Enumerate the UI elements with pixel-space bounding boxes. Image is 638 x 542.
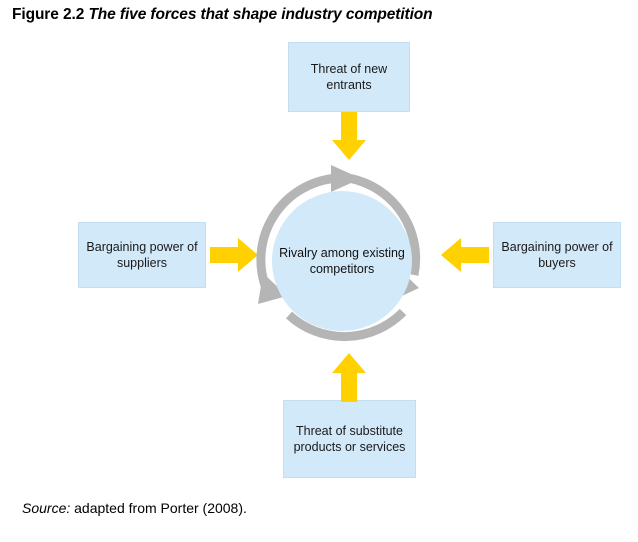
force-box-threat-of-new-entrants[interactable]: Threat of new entrants [288,42,410,112]
force-label-threat-of-new-entrants: Threat of new entrants [310,62,388,92]
arrow-shaft [341,372,357,402]
arrow-head [238,238,258,272]
arrow-shaft [459,247,489,263]
arrow-down-icon [332,112,366,160]
force-label-bargaining-power-of-suppliers: Bargaining power of suppliers [86,240,198,270]
arrow-up-icon [332,353,366,402]
force-box-bargaining-power-of-suppliers[interactable]: Bargaining power of suppliers [78,222,206,288]
arrow-head [441,238,461,272]
five-forces-diagram: Threat of new entrants Bargaining power … [0,30,638,490]
rivalry-circle: Rivalry among existing competitors [272,191,412,331]
arrow-shaft [210,247,240,263]
arrow-left-icon [441,238,489,272]
arrow-head [332,353,366,373]
figure-number: Figure 2.2 [12,6,85,23]
arrow-shaft [341,112,357,142]
source-note: Source: adapted from Porter (2008). [22,500,247,516]
figure-title: Figure 2.2 The five forces that shape in… [12,6,433,24]
rivalry-label: Rivalry among existing competitors [279,245,405,276]
source-label: Source: [22,500,71,516]
force-label-threat-of-substitutes: Threat of substitute products or service… [293,424,406,454]
force-label-bargaining-power-of-buyers: Bargaining power of buyers [501,240,613,270]
arrow-head [332,140,366,160]
source-text: adapted from Porter (2008). [74,500,247,516]
figure-caption: The five forces that shape industry comp… [88,6,433,23]
force-box-threat-of-substitutes[interactable]: Threat of substitute products or service… [283,400,416,478]
rivalry-node[interactable]: Rivalry among existing competitors [245,165,440,355]
arrow-right-icon [210,238,258,272]
circular-rotation-arrows-icon [256,165,421,342]
force-box-bargaining-power-of-buyers[interactable]: Bargaining power of buyers [493,222,621,288]
